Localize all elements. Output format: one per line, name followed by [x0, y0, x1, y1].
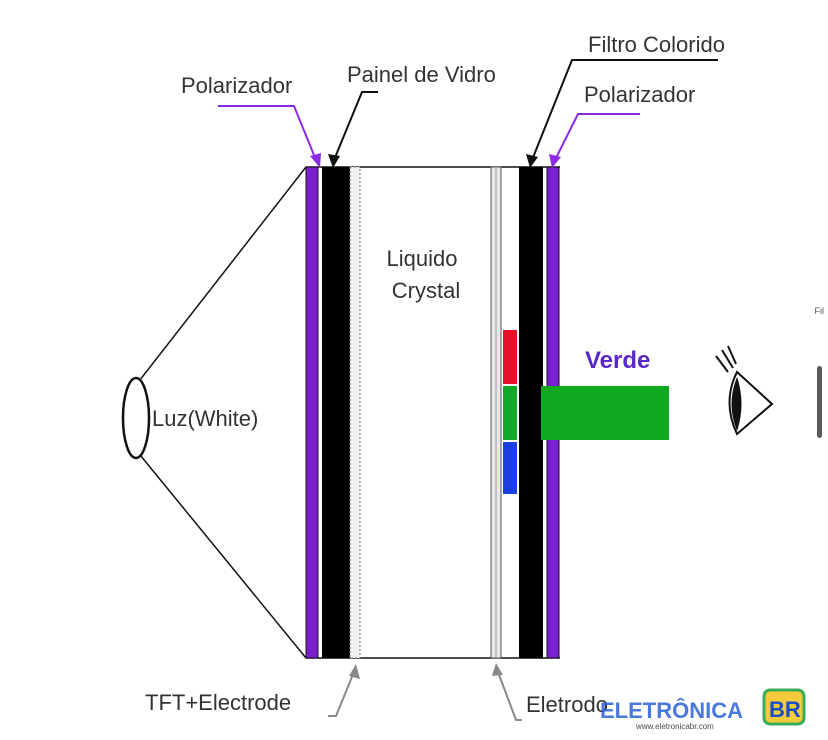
- red-filter: [503, 330, 517, 384]
- scrollbar-thumb[interactable]: [817, 366, 822, 438]
- eletrodo-arrowhead: [492, 663, 503, 676]
- watermark: ELETRÔNICA BR www.eletronicabr.com: [600, 688, 806, 731]
- polarizador-right-arrowhead: [549, 154, 561, 168]
- liquido-label: Liquido: [387, 246, 458, 271]
- green-light-beam: [541, 386, 669, 440]
- painel-de-vidro-arrowhead: [328, 154, 340, 168]
- eletrodo-label: Eletrodo: [526, 692, 608, 717]
- filtro-colorido-arrowhead: [526, 154, 538, 168]
- watermark-br-badge: [762, 688, 806, 726]
- left-polarizer-layer: [305, 166, 319, 659]
- tft-electrode-arrow: [328, 671, 355, 717]
- polarizador-left-arrow: [218, 105, 317, 161]
- polarizador-left-label: Polarizador: [181, 73, 292, 98]
- tft-electrode-label: TFT+Electrode: [145, 690, 291, 715]
- watermark-brand-suffix: BR: [769, 697, 801, 722]
- green-filter: [503, 386, 517, 440]
- verde-label: Verde: [585, 347, 650, 374]
- painel-de-vidro-label: Painel de Vidro: [347, 62, 496, 87]
- blue-filter: [503, 442, 517, 494]
- filtro-colorido-label: Filtro Colorido: [588, 32, 725, 57]
- polarizador-left-arrowhead: [310, 153, 321, 168]
- crystal-label: Crystal: [392, 278, 460, 303]
- luz-label: Luz(White): [152, 406, 258, 431]
- light-source-ellipse: [121, 376, 151, 460]
- eye-icon: [715, 345, 774, 436]
- right-glass-layer: [519, 167, 543, 658]
- light-cone: [135, 166, 307, 659]
- side-label: Fil: [814, 306, 825, 316]
- tft-electrode-layer: [349, 166, 361, 659]
- tft-electrode-arrowhead: [349, 664, 360, 679]
- painel-de-vidro-arrow: [333, 91, 378, 161]
- polarizador-right-arrow: [554, 113, 640, 161]
- eletrodo-arrow: [497, 671, 522, 721]
- watermark-url: www.eletronicabr.com: [635, 722, 714, 731]
- polarizador-right-label: Polarizador: [584, 82, 695, 107]
- watermark-brand: ELETRÔNICA: [600, 698, 743, 723]
- filtro-colorido-arrow: [531, 59, 718, 161]
- left-glass-layer: [322, 167, 350, 658]
